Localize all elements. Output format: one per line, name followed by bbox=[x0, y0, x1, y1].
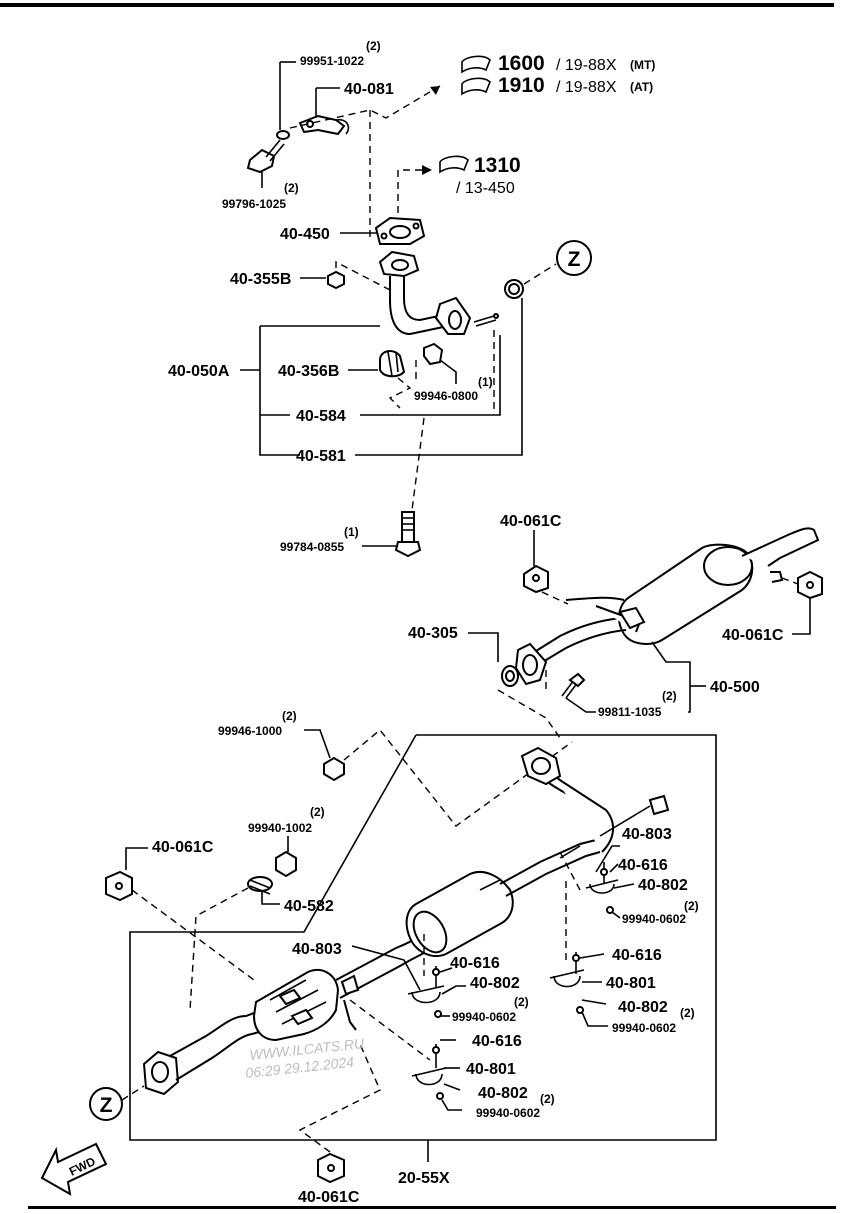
label-40-802-b: 40-802 bbox=[470, 975, 520, 992]
label-40-802-c: 40-802 bbox=[618, 999, 668, 1016]
label-40-801-d: 40-801 bbox=[466, 1061, 516, 1078]
reference-book-icon bbox=[461, 55, 491, 74]
label-40-305: 40-305 bbox=[408, 625, 458, 642]
spring-40-582 bbox=[247, 876, 273, 895]
bottom-rule bbox=[28, 1206, 836, 1209]
label-20-55x: 20-55X bbox=[398, 1170, 450, 1187]
clamp-set-b bbox=[407, 966, 445, 1018]
label-40-581: 40-581 bbox=[296, 448, 346, 465]
ref-1600-page: / 19-88X bbox=[556, 57, 617, 74]
label-99940-1002: 99940-1002 bbox=[248, 821, 312, 835]
ref-1310-number: 1310 bbox=[474, 154, 521, 177]
qty-99946-0800: (1) bbox=[478, 375, 493, 389]
bolt-99784-0855 bbox=[394, 511, 422, 558]
ref-1600: 1600 / 19-88X (MT) bbox=[461, 52, 655, 75]
z-marker-top bbox=[556, 240, 592, 276]
label-99940-0602-b: 99940-0602 bbox=[452, 1010, 516, 1024]
qty-99784-0855: (1) bbox=[344, 525, 359, 539]
bolt-99811-1035 bbox=[561, 672, 586, 699]
hanger-40-061c-d bbox=[317, 1152, 345, 1184]
clamp-40-356b bbox=[379, 350, 406, 378]
label-40-801-c: 40-801 bbox=[606, 975, 656, 992]
label-40-081: 40-081 bbox=[344, 81, 394, 98]
qty-99940-1002: (2) bbox=[310, 805, 325, 819]
clip-99946-0800 bbox=[423, 342, 444, 366]
label-99796-1025: 99796-1025 bbox=[222, 197, 286, 211]
label-40-061c-b: 40-061C bbox=[722, 627, 784, 644]
label-40-450: 40-450 bbox=[280, 226, 330, 243]
label-40-802-d: 40-802 bbox=[478, 1085, 528, 1102]
stud-small bbox=[473, 313, 499, 327]
z-marker-bottom bbox=[89, 1087, 123, 1121]
ref-1600-number: 1600 bbox=[498, 52, 545, 75]
label-99946-0800: 99946-0800 bbox=[414, 389, 478, 403]
label-40-061c-d: 40-061C bbox=[298, 1189, 360, 1206]
gasket-40-305 bbox=[501, 665, 519, 687]
qty-99811-1035: (2) bbox=[662, 689, 677, 703]
qty-99951-1022: (2) bbox=[366, 39, 381, 53]
bolt-99796-1025 bbox=[246, 130, 290, 174]
label-40-616-a: 40-616 bbox=[618, 857, 668, 874]
hanger-40-061c-a bbox=[523, 564, 549, 594]
fwd-arrow-icon bbox=[40, 1142, 108, 1196]
label-40-616-b: 40-616 bbox=[450, 955, 500, 972]
ref-1910: 1910 / 19-88X (AT) bbox=[461, 74, 653, 97]
nut-99940-1002 bbox=[275, 850, 297, 878]
qty-99940-0602-c: (2) bbox=[680, 1006, 695, 1020]
label-40-050a: 40-050A bbox=[168, 363, 230, 380]
ref-1910-number: 1910 bbox=[498, 74, 545, 97]
qty-99940-0602-a: (2) bbox=[684, 899, 699, 913]
ref-1910-page: / 19-88X bbox=[556, 79, 617, 96]
label-99940-0602-d: 99940-0602 bbox=[476, 1106, 540, 1120]
label-40-500: 40-500 bbox=[710, 679, 760, 696]
label-40-061c-a: 40-061C bbox=[500, 513, 562, 530]
nut-40-355b bbox=[327, 270, 345, 290]
reference-book-icon bbox=[439, 155, 469, 174]
qty-99940-0602-d: (2) bbox=[540, 1092, 555, 1106]
label-99951-1022: 99951-1022 bbox=[300, 54, 364, 68]
label-40-803-a: 40-803 bbox=[622, 826, 672, 843]
qty-99946-1000: (2) bbox=[282, 709, 297, 723]
gasket-40-450 bbox=[374, 216, 426, 245]
clamp-set-a bbox=[585, 862, 619, 914]
front-pipe-assembly-20-55x bbox=[142, 746, 670, 1096]
label-40-802-a: 40-802 bbox=[638, 877, 688, 894]
label-40-356b: 40-356B bbox=[278, 363, 339, 380]
qty-99796-1025: (2) bbox=[284, 181, 299, 195]
label-40-616-d: 40-616 bbox=[472, 1033, 522, 1050]
label-99940-0602-c: 99940-0602 bbox=[612, 1021, 676, 1035]
label-99940-0602-a: 99940-0602 bbox=[622, 912, 686, 926]
label-99784-0855: 99784-0855 bbox=[280, 540, 344, 554]
rear-muffler-40-500 bbox=[514, 527, 820, 686]
qty-99940-0602-b: (2) bbox=[514, 995, 529, 1009]
hanger-40-061c-c bbox=[105, 870, 133, 902]
reference-book-icon bbox=[461, 77, 491, 96]
front-pipe-40-584 bbox=[378, 250, 472, 336]
hanger-40-061c-b bbox=[797, 570, 823, 600]
bracket-40-081 bbox=[298, 114, 350, 136]
label-99946-1000: 99946-1000 bbox=[218, 724, 282, 738]
ref-1600-note: (MT) bbox=[630, 58, 655, 72]
label-40-582: 40-582 bbox=[284, 898, 334, 915]
z-marker-top-label: Z bbox=[568, 248, 581, 271]
clamp-set-d bbox=[411, 1044, 447, 1100]
nut-99946-1000 bbox=[323, 756, 345, 782]
label-40-355b: 40-355B bbox=[230, 271, 291, 288]
label-40-584: 40-584 bbox=[296, 408, 346, 425]
label-40-061c-c: 40-061C bbox=[152, 839, 214, 856]
ref-1910-note: (AT) bbox=[630, 80, 653, 94]
label-99811-1035: 99811-1035 bbox=[598, 705, 662, 719]
clamp-set-c bbox=[549, 952, 585, 1014]
label-40-616-c: 40-616 bbox=[612, 947, 662, 964]
top-rule bbox=[0, 3, 834, 7]
z-marker-bottom-label: Z bbox=[100, 1094, 113, 1117]
ref-1310-page: / 13-450 bbox=[456, 180, 515, 197]
ref-1310: 1310 / 13-450 bbox=[439, 154, 521, 197]
label-40-803-b: 40-803 bbox=[292, 941, 342, 958]
seal-ring bbox=[504, 279, 524, 299]
